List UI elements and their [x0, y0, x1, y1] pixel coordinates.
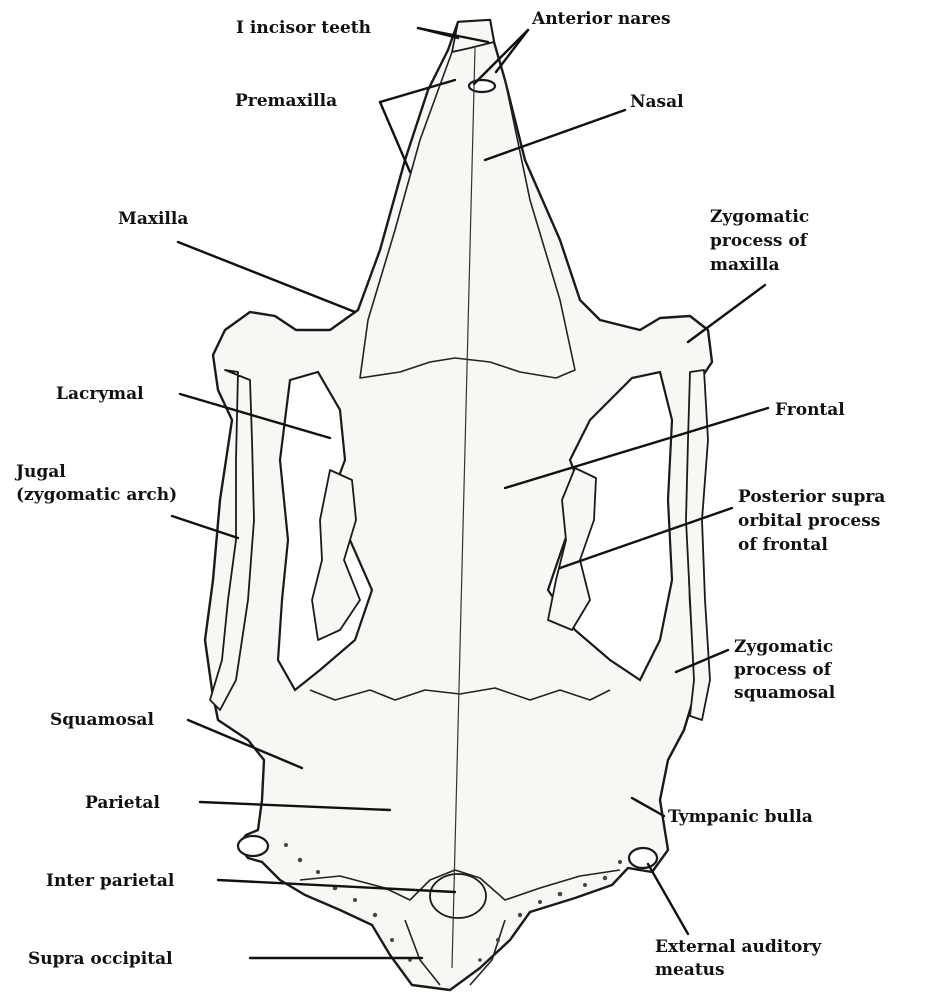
label-zygomatic-squamosal-3: squamosal [734, 683, 836, 703]
label-zygomatic-maxilla-3: maxilla [710, 255, 780, 275]
left-auditory-meatus [238, 836, 268, 856]
inter-parietal-bone [430, 874, 486, 918]
leader-maxilla [178, 242, 355, 312]
label-premaxilla: Premaxilla [235, 91, 337, 111]
label-nasal: Nasal [630, 92, 684, 112]
label-posterior-supra-1: Posterior supra [738, 487, 885, 507]
label-inter-parietal: Inter parietal [46, 871, 175, 891]
label-posterior-supra-3: of frontal [738, 535, 828, 555]
label-lacrymal: Lacrymal [56, 384, 144, 404]
skull-drawing [205, 20, 712, 990]
label-frontal: Frontal [775, 400, 845, 420]
label-tympanic-bulla: Tympanic bulla [668, 807, 813, 827]
leader-ext-auditory [648, 864, 688, 934]
label-zygomatic-maxilla-2: process of [710, 231, 809, 251]
label-jugal-2: (zygomatic arch) [16, 485, 177, 505]
label-squamosal: Squamosal [50, 710, 154, 730]
label-external-auditory-2: meatus [655, 960, 725, 980]
label-external-auditory-1: External auditory [655, 937, 822, 957]
label-zygomatic-maxilla-1: Zygomatic [710, 207, 809, 227]
label-incisor-teeth: I incisor teeth [236, 18, 371, 38]
label-maxilla: Maxilla [118, 209, 188, 229]
label-anterior-nares: Anterior nares [531, 9, 671, 29]
label-zygomatic-squamosal-1: Zygomatic [734, 637, 833, 657]
label-parietal: Parietal [85, 793, 160, 813]
leader-zyg-maxilla [688, 285, 765, 342]
leader-premaxilla-1 [380, 102, 410, 172]
anterior-nares-opening [469, 80, 495, 92]
label-supra-occipital: Supra occipital [28, 949, 173, 969]
leader-nares-2 [496, 30, 528, 72]
label-zygomatic-squamosal-2: process of [734, 660, 833, 680]
label-posterior-supra-2: orbital process [738, 511, 880, 531]
right-auditory-meatus [629, 848, 657, 868]
label-jugal-1: Jugal [14, 462, 66, 482]
